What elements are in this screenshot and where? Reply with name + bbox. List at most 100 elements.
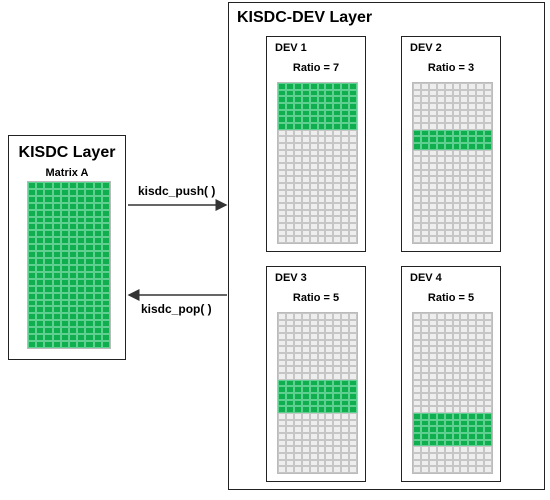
matrix-cell-empty	[468, 452, 477, 460]
matrix-cell-empty	[278, 202, 286, 210]
matrix-cell-empty	[413, 229, 421, 237]
dev-2-box: DEV 2 Ratio = 3	[401, 36, 501, 252]
matrix-cell-empty	[301, 446, 310, 453]
matrix-cell-filled	[341, 109, 350, 117]
matrix-cell-empty	[428, 182, 437, 190]
matrix-cell-filled	[484, 439, 492, 447]
matrix-cell-empty	[293, 439, 302, 447]
matrix-cell-filled	[413, 426, 421, 433]
matrix-cell-empty	[325, 372, 334, 380]
matrix-cell-filled	[278, 116, 286, 123]
matrix-cell-filled	[85, 258, 94, 265]
matrix-cell-empty	[420, 176, 429, 183]
matrix-cell-empty	[325, 426, 334, 433]
matrix-cell-empty	[460, 392, 469, 400]
matrix-cell-empty	[325, 419, 334, 427]
matrix-cell-filled	[317, 386, 326, 393]
matrix-cell-filled	[468, 426, 477, 433]
matrix-cell-empty	[476, 169, 485, 177]
matrix-cell-empty	[468, 366, 477, 373]
matrix-cell-filled	[36, 320, 45, 328]
matrix-cell-empty	[452, 366, 461, 373]
matrix-cell-empty	[285, 222, 294, 230]
matrix-cell-filled	[28, 244, 37, 252]
matrix-cell-empty	[476, 319, 485, 327]
matrix-cell-empty	[484, 116, 492, 123]
matrix-cell-empty	[420, 452, 429, 460]
matrix-cell-empty	[460, 189, 469, 197]
matrix-cell-empty	[420, 446, 429, 453]
matrix-cell-filled	[68, 285, 78, 293]
matrix-cell-filled	[278, 109, 286, 117]
matrix-cell-empty	[436, 236, 445, 243]
matrix-cell-empty	[301, 359, 310, 367]
matrix-cell-empty	[333, 352, 342, 360]
matrix-cell-empty	[301, 229, 310, 237]
matrix-cell-empty	[484, 222, 492, 230]
matrix-cell-filled	[341, 399, 350, 407]
matrix-cell-empty	[301, 149, 310, 157]
matrix-cell-filled	[68, 299, 78, 307]
matrix-cell-empty	[413, 346, 421, 353]
matrix-cell-filled	[349, 109, 357, 117]
matrix-cell-filled	[60, 292, 69, 300]
matrix-cell-filled	[444, 136, 453, 143]
matrix-cell-empty	[341, 366, 350, 373]
matrix-cell-filled	[428, 412, 437, 420]
matrix-cell-empty	[460, 339, 469, 347]
matrix-cell-empty	[460, 182, 469, 190]
matrix-cell-empty	[325, 339, 334, 347]
matrix-cell-empty	[420, 392, 429, 400]
matrix-cell-empty	[420, 229, 429, 237]
matrix-cell-filled	[85, 223, 94, 231]
matrix-cell-filled	[52, 306, 61, 314]
matrix-cell-empty	[428, 122, 437, 130]
matrix-cell-filled	[68, 334, 78, 342]
matrix-cell-filled	[444, 129, 453, 137]
matrix-cell-filled	[85, 320, 94, 328]
matrix-cell-filled	[52, 278, 61, 286]
matrix-cell-empty	[349, 216, 357, 223]
matrix-cell-filled	[293, 406, 302, 413]
matrix-cell-empty	[452, 346, 461, 353]
matrix-cell-empty	[341, 136, 350, 143]
matrix-cell-empty	[309, 182, 318, 190]
matrix-cell-filled	[60, 216, 69, 224]
matrix-cell-empty	[317, 352, 326, 360]
matrix-cell-empty	[444, 386, 453, 393]
matrix-cell-empty	[468, 339, 477, 347]
matrix-cell-filled	[44, 202, 53, 210]
matrix-cell-filled	[278, 96, 286, 103]
matrix-a-grid	[27, 181, 111, 349]
matrix-cell-empty	[436, 109, 445, 117]
matrix-cell-empty	[309, 432, 318, 440]
matrix-cell-filled	[476, 142, 485, 150]
matrix-cell-filled	[28, 299, 37, 307]
matrix-cell-empty	[285, 216, 294, 223]
matrix-cell-filled	[301, 116, 310, 123]
matrix-cell-filled	[93, 251, 102, 259]
matrix-cell-empty	[428, 313, 437, 320]
dev-3-label: DEV 3	[275, 272, 307, 284]
matrix-cell-empty	[317, 156, 326, 163]
matrix-cell-empty	[413, 83, 421, 90]
matrix-cell-filled	[60, 327, 69, 335]
matrix-cell-empty	[468, 392, 477, 400]
matrix-cell-empty	[309, 466, 318, 473]
matrix-cell-empty	[301, 162, 310, 170]
matrix-cell-filled	[36, 244, 45, 252]
matrix-cell-filled	[278, 406, 286, 413]
matrix-cell-filled	[317, 116, 326, 123]
matrix-cell-filled	[476, 426, 485, 433]
matrix-cell-empty	[325, 182, 334, 190]
matrix-cell-filled	[444, 419, 453, 427]
matrix-cell-filled	[285, 96, 294, 103]
matrix-cell-filled	[325, 83, 334, 90]
matrix-cell-empty	[309, 372, 318, 380]
matrix-cell-filled	[101, 202, 110, 210]
matrix-cell-empty	[333, 459, 342, 467]
matrix-cell-empty	[452, 202, 461, 210]
matrix-cell-empty	[444, 326, 453, 333]
matrix-cell-empty	[285, 459, 294, 467]
